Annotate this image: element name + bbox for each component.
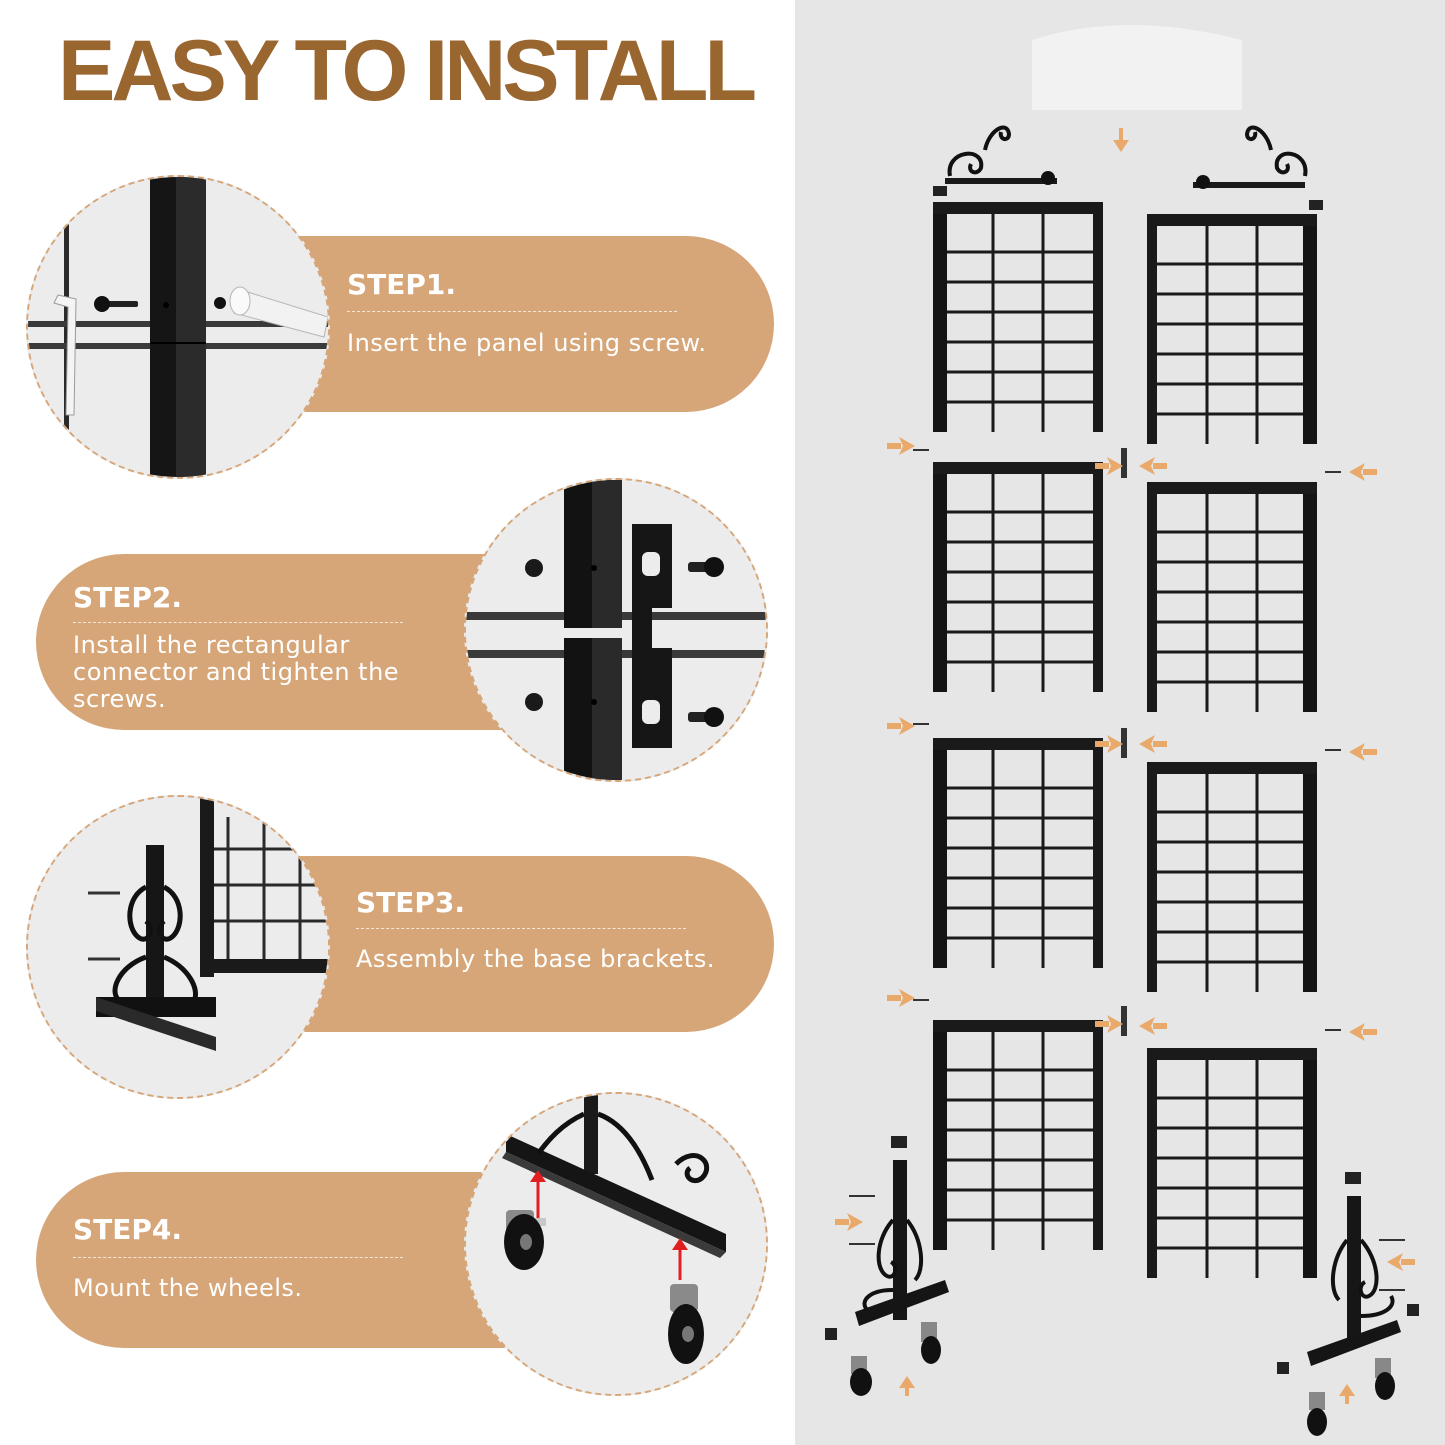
step4-description: Mount the wheels. bbox=[73, 1274, 303, 1302]
step4-title: STEP4. bbox=[73, 1213, 183, 1246]
step1-detail-image bbox=[26, 175, 330, 479]
step2-description: Install the rectangular connector and ti… bbox=[73, 631, 400, 713]
step4-detail-image bbox=[464, 1092, 768, 1396]
step2-title: STEP2. bbox=[73, 581, 183, 614]
step1-title: STEP1. bbox=[347, 268, 457, 301]
step4-divider bbox=[73, 1257, 403, 1258]
step4-pill bbox=[36, 1172, 516, 1348]
step1-divider bbox=[347, 311, 677, 312]
step1-description: Insert the panel using screw. bbox=[347, 329, 707, 357]
page-title: EASY TO INSTALL bbox=[58, 23, 757, 119]
step3-divider bbox=[356, 928, 686, 929]
step3-title: STEP3. bbox=[356, 886, 466, 919]
step2-pill bbox=[36, 554, 516, 730]
step3-description: Assembly the base brackets. bbox=[356, 945, 716, 973]
exploded-assembly-illustration bbox=[795, 0, 1445, 1445]
step3-detail-image bbox=[26, 795, 330, 1099]
step2-detail-image bbox=[464, 478, 768, 782]
step2-divider bbox=[73, 622, 403, 623]
